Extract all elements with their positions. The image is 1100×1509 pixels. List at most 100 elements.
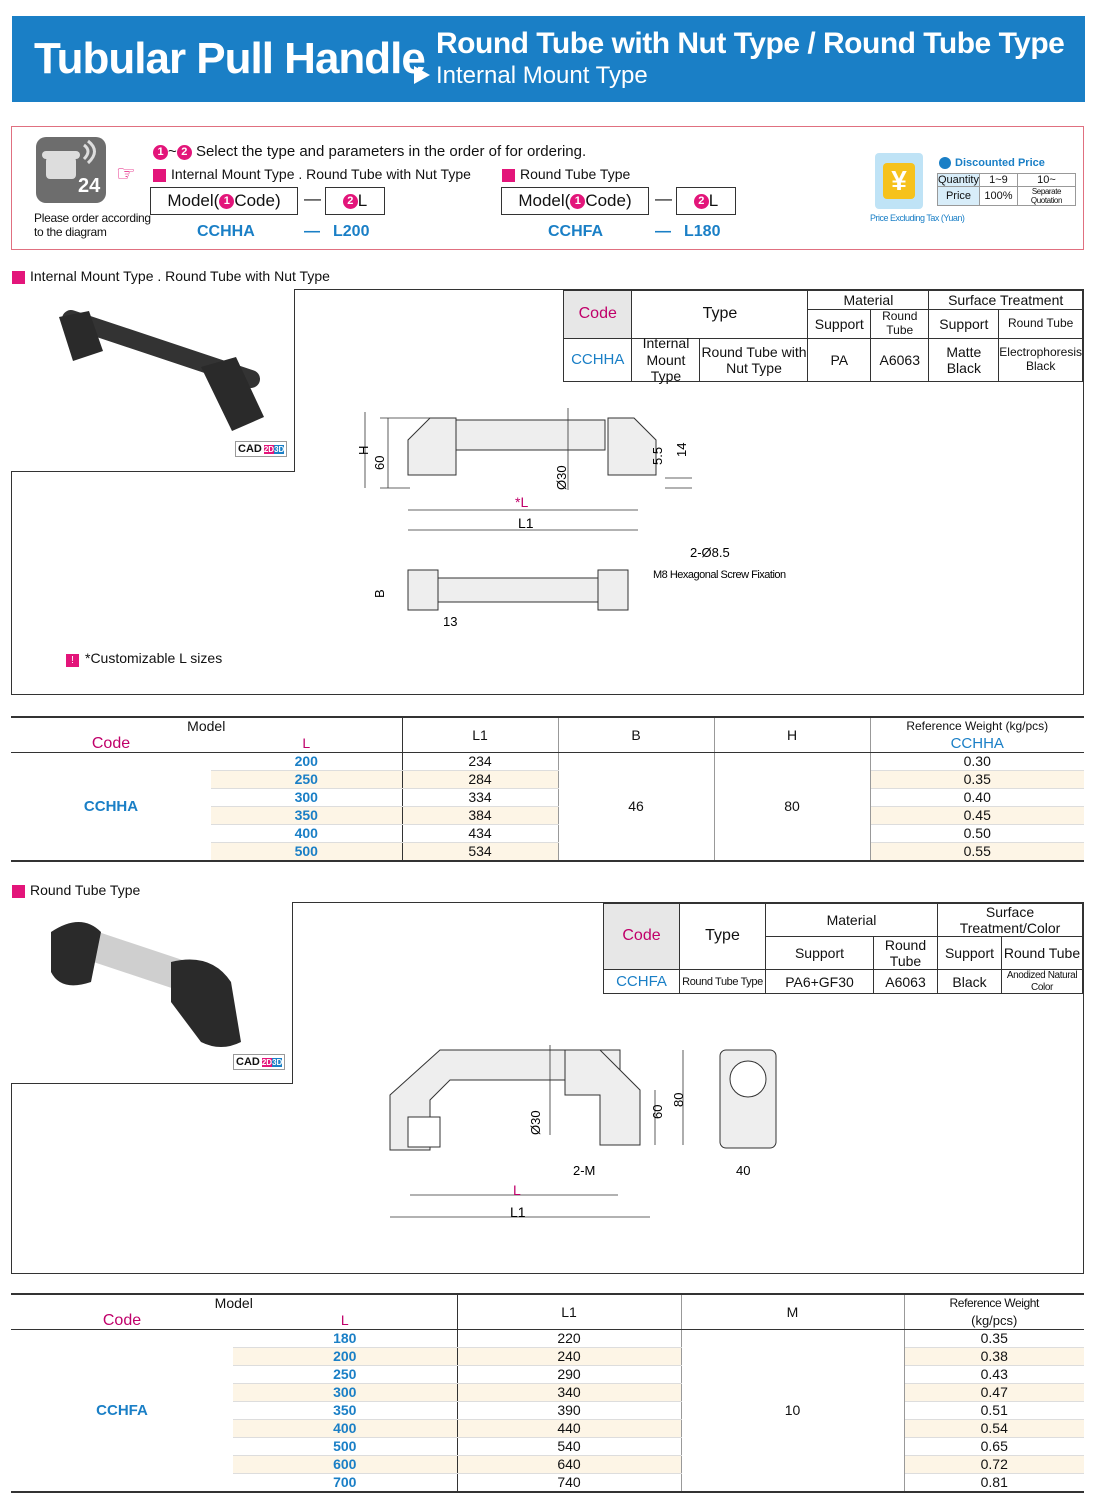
handle-photo-1 [59, 310, 264, 431]
type1-bullet [153, 168, 166, 182]
l1-cell: 384 [402, 806, 559, 826]
weight-cell: 0.72 [904, 1455, 1084, 1475]
svg-text:Ø30: Ø30 [528, 1110, 543, 1135]
l1-cell: 534 [402, 842, 559, 862]
l-cell: 200 [233, 1347, 458, 1367]
dimension-drawing-2: Ø30 60 80 2-M L L1 40 [389, 1045, 777, 1220]
handle-photo-2 [51, 922, 241, 1047]
l1-cell: 220 [457, 1329, 682, 1349]
weight-cell: 0.47 [904, 1383, 1084, 1403]
weight-cell: 0.40 [870, 788, 1084, 808]
svg-text:L1: L1 [510, 1204, 526, 1220]
customizable-note: !*Customizable L sizes [66, 650, 222, 667]
type2-code: CCHFA [548, 223, 604, 240]
section1-panel [11, 289, 1084, 695]
l1-cell: 390 [457, 1401, 682, 1421]
section1-title: Internal Mount Type . Round Tube with Nu… [12, 268, 330, 284]
l1-cell: 340 [457, 1383, 682, 1403]
l-cell: 300 [233, 1383, 458, 1403]
weight-cell: 0.65 [904, 1437, 1084, 1457]
svg-text:H: H [356, 446, 371, 455]
header-banner: Tubular Pull Handle Round Tube with Nut … [12, 16, 1085, 102]
weight-cell: 0.38 [904, 1347, 1084, 1367]
phone-label: Please order according to the diagram [34, 211, 151, 239]
svg-text:2-M: 2-M [573, 1163, 595, 1178]
dimension-drawing-1: H 60 Ø30 5.5 14 *L L1 2-Ø8.5 M8 Hexagona… [356, 408, 787, 629]
svg-text:40: 40 [736, 1163, 750, 1178]
weight-cell: 0.54 [904, 1419, 1084, 1439]
l-cell: 200 [211, 752, 403, 772]
code-cell: CCHHA [83, 798, 139, 816]
l-cell: 500 [211, 842, 403, 862]
info-icon: ! [66, 654, 79, 667]
type1-l: L200 [333, 223, 370, 240]
type2-l: L180 [684, 223, 721, 240]
type1-label: Internal Mount Type . Round Tube with Nu… [153, 166, 471, 182]
page-subtitle-2: Internal Mount Type [436, 62, 648, 89]
svg-text:14: 14 [674, 443, 689, 457]
yen-icon: ¥ [875, 153, 923, 209]
weight-cell: 0.81 [904, 1473, 1084, 1493]
weight-cell: 0.45 [870, 806, 1084, 826]
order-instructions: 24 Please order according to the diagram… [11, 126, 1084, 250]
svg-text:60: 60 [650, 1105, 665, 1119]
step1-badge: 1 [153, 144, 168, 160]
l1-cell: 434 [402, 824, 559, 844]
l-cell: 700 [233, 1473, 458, 1493]
l-cell: 250 [211, 770, 403, 790]
title-arrow-icon [414, 66, 430, 84]
tax-note: Price Excluding Tax (Yuan) [870, 213, 965, 223]
l-cell: 250 [233, 1365, 458, 1385]
l1-cell: 540 [457, 1437, 682, 1457]
l-cell: 400 [211, 824, 403, 844]
svg-text:80: 80 [671, 1093, 686, 1107]
weight-cell: 0.30 [870, 752, 1084, 772]
section2-panel [11, 902, 1084, 1274]
svg-text:13: 13 [443, 614, 457, 629]
weight-cell: 0.55 [870, 842, 1084, 862]
instruction-line: 1~2 Select the type and parameters in th… [153, 143, 586, 160]
weight-cell: 0.43 [904, 1365, 1084, 1385]
page-title: Tubular Pull Handle [34, 34, 426, 83]
weight-cell: 0.35 [904, 1329, 1084, 1349]
svg-text:M8 Hexagonal Screw Fixation: M8 Hexagonal Screw Fixation [653, 569, 786, 581]
svg-text:60: 60 [372, 456, 387, 470]
svg-text:L1: L1 [518, 515, 534, 531]
l-cell: 180 [233, 1329, 458, 1349]
l1-cell: 234 [402, 752, 559, 772]
phone-icon: 24 [36, 137, 106, 203]
svg-text:2-Ø8.5: 2-Ø8.5 [690, 545, 730, 560]
section2-bullet [12, 884, 25, 898]
h-cell: 80 [714, 752, 871, 862]
l-cell: 600 [233, 1455, 458, 1475]
pointing-hand-icon: ☞ [116, 161, 136, 186]
l-cell: 300 [211, 788, 403, 808]
page-subtitle: Round Tube with Nut Type / Round Tube Ty… [436, 27, 1065, 60]
svg-text:*L: *L [515, 494, 528, 510]
